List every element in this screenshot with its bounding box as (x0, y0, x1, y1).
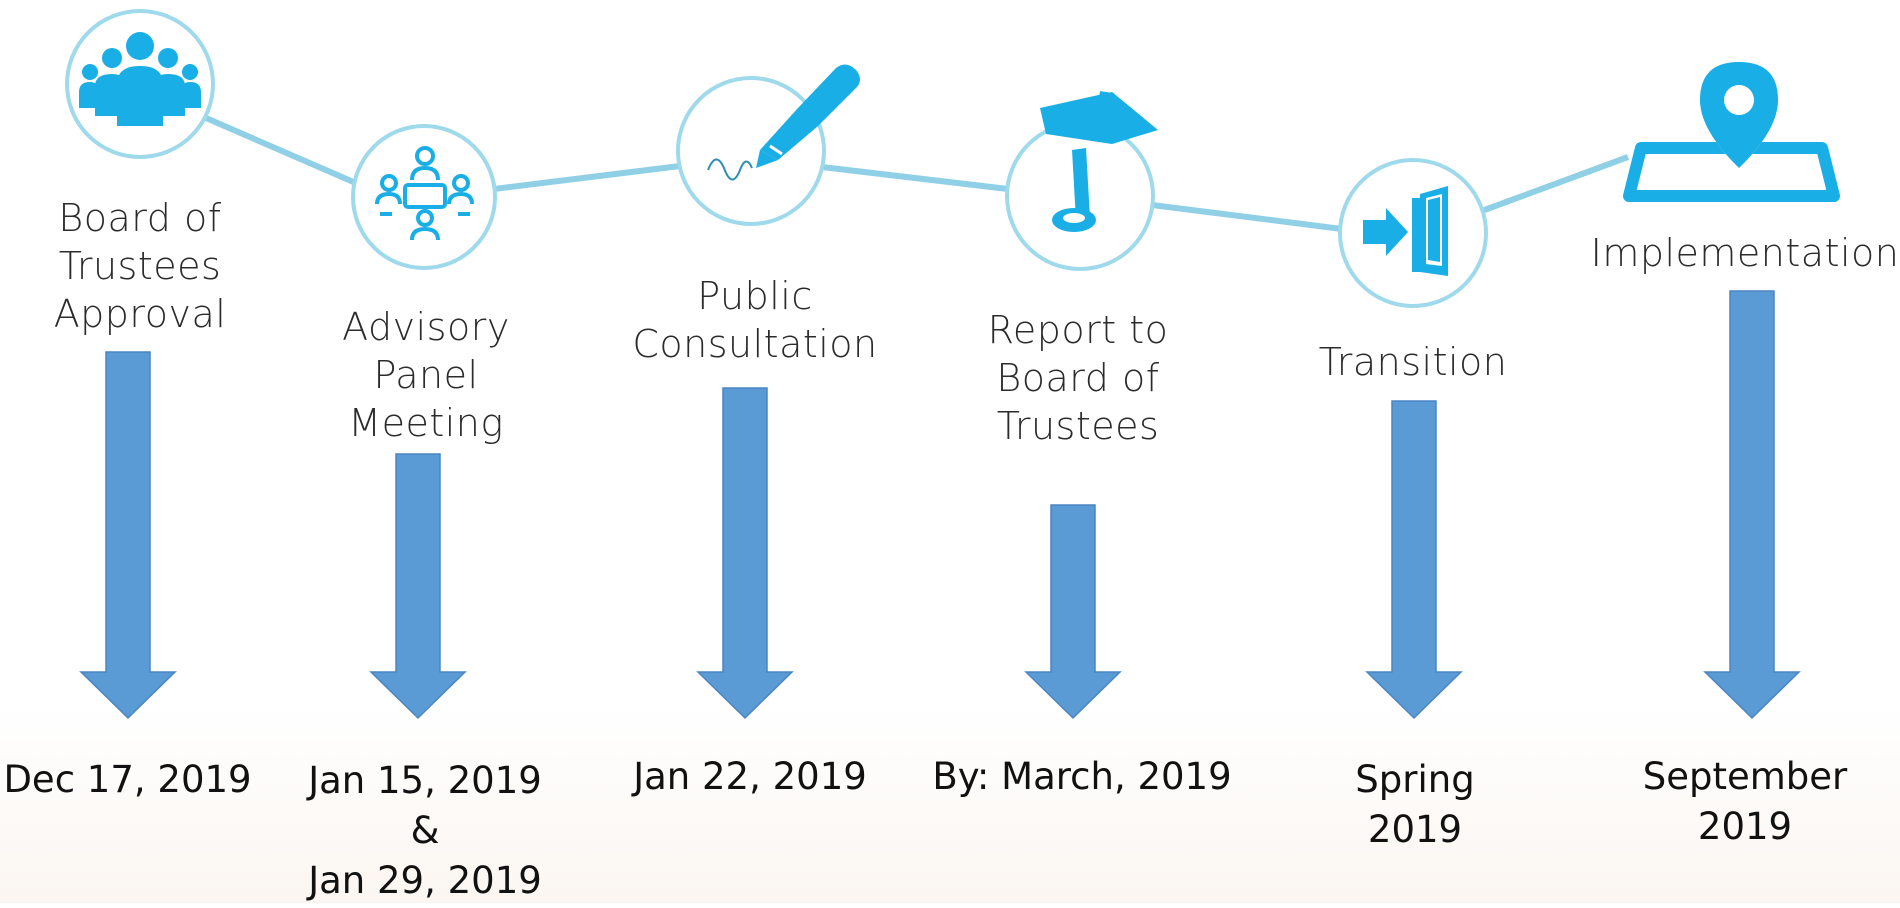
label-line: Trustees (996, 404, 1160, 448)
milestone-label: Public Consultation (620, 272, 890, 368)
milestone-date: Dec 17, 2019 (0, 755, 255, 805)
label-line: Transition (1318, 340, 1508, 384)
down-arrow (369, 453, 467, 720)
milestone-date: Jan 15, 2019 & Jan 29, 2019 (300, 756, 550, 906)
date-line: Jan 22, 2019 (633, 755, 867, 798)
label-line: Approval (53, 292, 227, 336)
connector-line (1151, 202, 1343, 232)
date-line: & (410, 809, 440, 852)
label-line: Report to (987, 308, 1169, 352)
people-group-icon (65, 9, 215, 159)
map-pin-icon (1623, 62, 1840, 202)
label-line: Board of (58, 196, 222, 240)
connector-line (204, 115, 360, 187)
down-arrow (79, 351, 177, 720)
label-line: Advisory (342, 305, 510, 349)
connector-line (493, 163, 681, 192)
date-line: 2019 (1367, 808, 1463, 851)
milestone-date: September 2019 (1590, 752, 1900, 852)
milestone-label: Implementation (1590, 229, 1900, 277)
signpost-icon (1005, 91, 1158, 271)
pen-signature-icon (676, 64, 860, 226)
meeting-table-icon (351, 124, 497, 270)
label-line: Trustees (58, 244, 222, 288)
date-line: Jan 29, 2019 (308, 859, 542, 902)
label-line: Consultation (632, 322, 878, 366)
date-line: Spring (1355, 758, 1475, 801)
connector-line (821, 164, 1009, 192)
down-arrow (1024, 504, 1122, 720)
label-line: Panel (373, 353, 479, 397)
down-arrow (696, 387, 794, 720)
date-line: By: March, 2019 (932, 755, 1232, 798)
milestone-label: Advisory Panel Meeting (316, 303, 536, 447)
label-line: Board of (996, 356, 1160, 400)
milestone-label: Report to Board of Trustees (968, 306, 1188, 450)
milestone-label: Transition (1298, 338, 1528, 386)
label-line: Public (697, 274, 813, 318)
door-enter-icon (1338, 158, 1488, 308)
milestone-date: By: March, 2019 (922, 752, 1242, 802)
label-line: Implementation (1590, 231, 1900, 275)
connector-line (1477, 154, 1630, 215)
date-line: September 2019 (1642, 755, 1848, 848)
label-line: Meeting (348, 401, 504, 445)
milestone-label: Board of Trustees Approval (30, 194, 250, 338)
down-arrow (1365, 400, 1463, 720)
down-arrow (1703, 290, 1801, 720)
date-line: Jan 15, 2019 (308, 759, 542, 802)
milestone-date: Spring 2019 (1330, 755, 1500, 855)
date-line: Dec 17, 2019 (3, 758, 252, 801)
milestone-date: Jan 22, 2019 (620, 752, 880, 802)
